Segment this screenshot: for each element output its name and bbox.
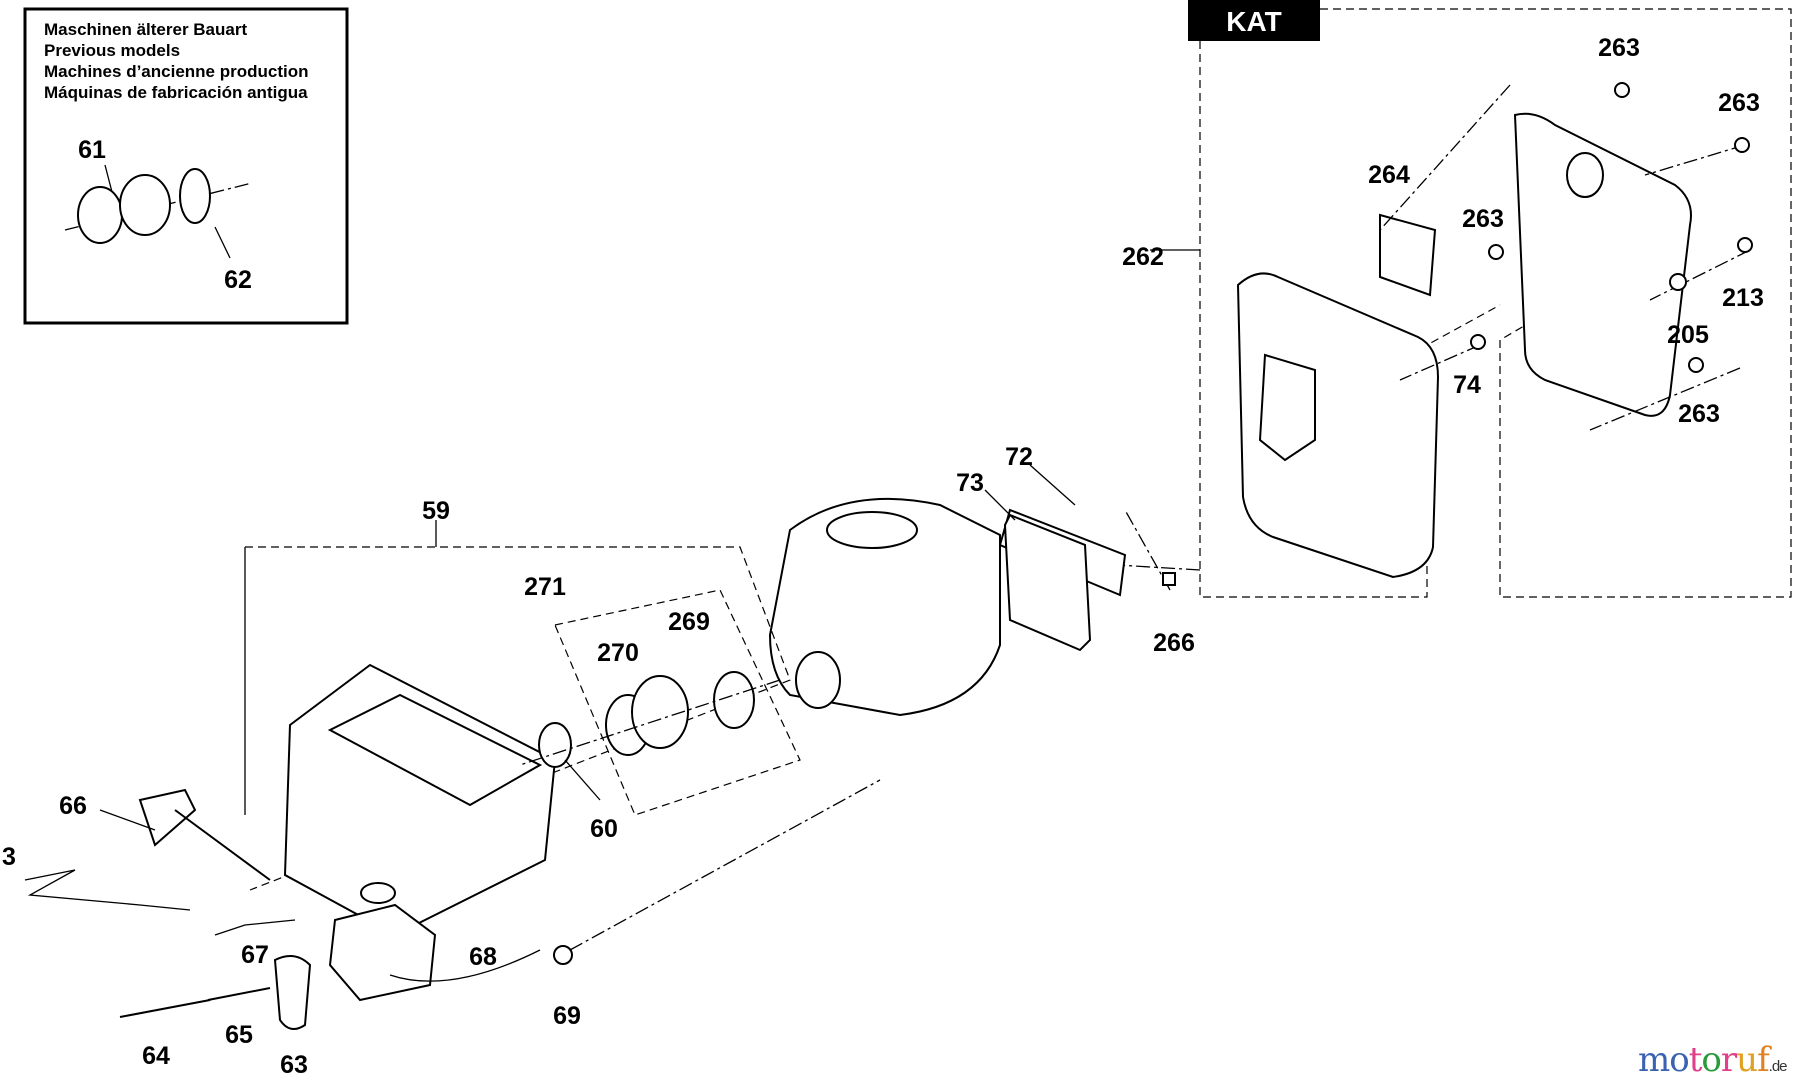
carburetor: [328, 903, 437, 1002]
watermark-logo: motoruf.de: [1638, 1040, 1788, 1080]
watermark-letter: f: [1757, 1040, 1770, 1080]
rod-3: [24, 869, 191, 911]
part-label-264: 264: [1368, 161, 1410, 189]
part-label-59: 59: [422, 497, 450, 525]
watermark-letter: u: [1736, 1040, 1758, 1080]
watermark-letter: o: [1701, 1040, 1722, 1080]
part-label-74: 74: [1453, 371, 1481, 399]
spark-screen-264: [1379, 213, 1437, 297]
part-label-269: 269: [668, 608, 710, 636]
part-label-61: 61: [78, 136, 106, 164]
part-label-263: 263: [1462, 205, 1504, 233]
part-label-266: 266: [1153, 629, 1195, 657]
kat-label: KAT: [1226, 6, 1281, 37]
gasket-63: [273, 955, 312, 1030]
muffler-262: [1236, 272, 1440, 579]
part-label-65: 65: [225, 1021, 253, 1049]
watermark-main: motoruf: [1638, 1040, 1770, 1080]
rod-67: [214, 919, 296, 936]
watermark-letter: t: [1688, 1040, 1703, 1080]
hose-68: [389, 949, 541, 982]
sleeve-65: [207, 987, 271, 1001]
leader-lines: [99, 249, 1200, 831]
part-label-68: 68: [469, 943, 497, 971]
watermark-suffix: .de: [1768, 1058, 1788, 1075]
kat-group: KAT: [1188, 0, 1792, 598]
part-label-67: 67: [241, 941, 269, 969]
part-label-66: 66: [59, 792, 87, 820]
part-label-60: 60: [590, 815, 618, 843]
gasket-73: [1003, 513, 1092, 652]
part-label-213: 213: [1722, 284, 1764, 312]
watermark-letter: o: [1669, 1040, 1690, 1080]
watermark-letter: m: [1638, 1040, 1670, 1080]
intake-flange-61-old: [77, 186, 123, 244]
part-label-263: 263: [1678, 400, 1720, 428]
grommet-69: [553, 945, 573, 965]
part-labels: 263 263 264 263 262 213 205 74 263 72 73…: [2, 34, 1764, 1079]
part-label-73: 73: [956, 469, 984, 497]
choke-lever-66: [138, 788, 197, 847]
previous-models-inset: Maschinen älterer Bauart Previous models…: [23, 7, 349, 325]
part-label-64: 64: [142, 1042, 170, 1070]
inset-line-es: Máquinas de fabricación antigua: [44, 83, 308, 102]
part-label-263: 263: [1598, 34, 1640, 62]
muffler-cover: [1513, 112, 1692, 417]
part-label-262: 262: [1122, 243, 1164, 271]
part-label-270: 270: [597, 639, 639, 667]
clamp-62-old: [179, 168, 211, 224]
watermark-letter: r: [1720, 1040, 1737, 1080]
part-label-205: 205: [1667, 321, 1709, 349]
screws: [1162, 82, 1753, 586]
part-label-263: 263: [1718, 89, 1760, 117]
part-label-63: 63: [280, 1051, 308, 1079]
part-label-62: 62: [224, 266, 252, 294]
inset-line-en: Previous models: [44, 41, 180, 60]
part-label-69: 69: [553, 1002, 581, 1030]
inset-line-de: Maschinen älterer Bauart: [44, 20, 247, 39]
inset-line-fr: Machines d’ancienne production: [44, 62, 308, 81]
part-label-72: 72: [1005, 443, 1033, 471]
screw-64: [119, 999, 211, 1018]
part-label-3: 3: [2, 843, 16, 871]
clamp-269: [713, 671, 755, 729]
part-label-271: 271: [524, 573, 566, 601]
